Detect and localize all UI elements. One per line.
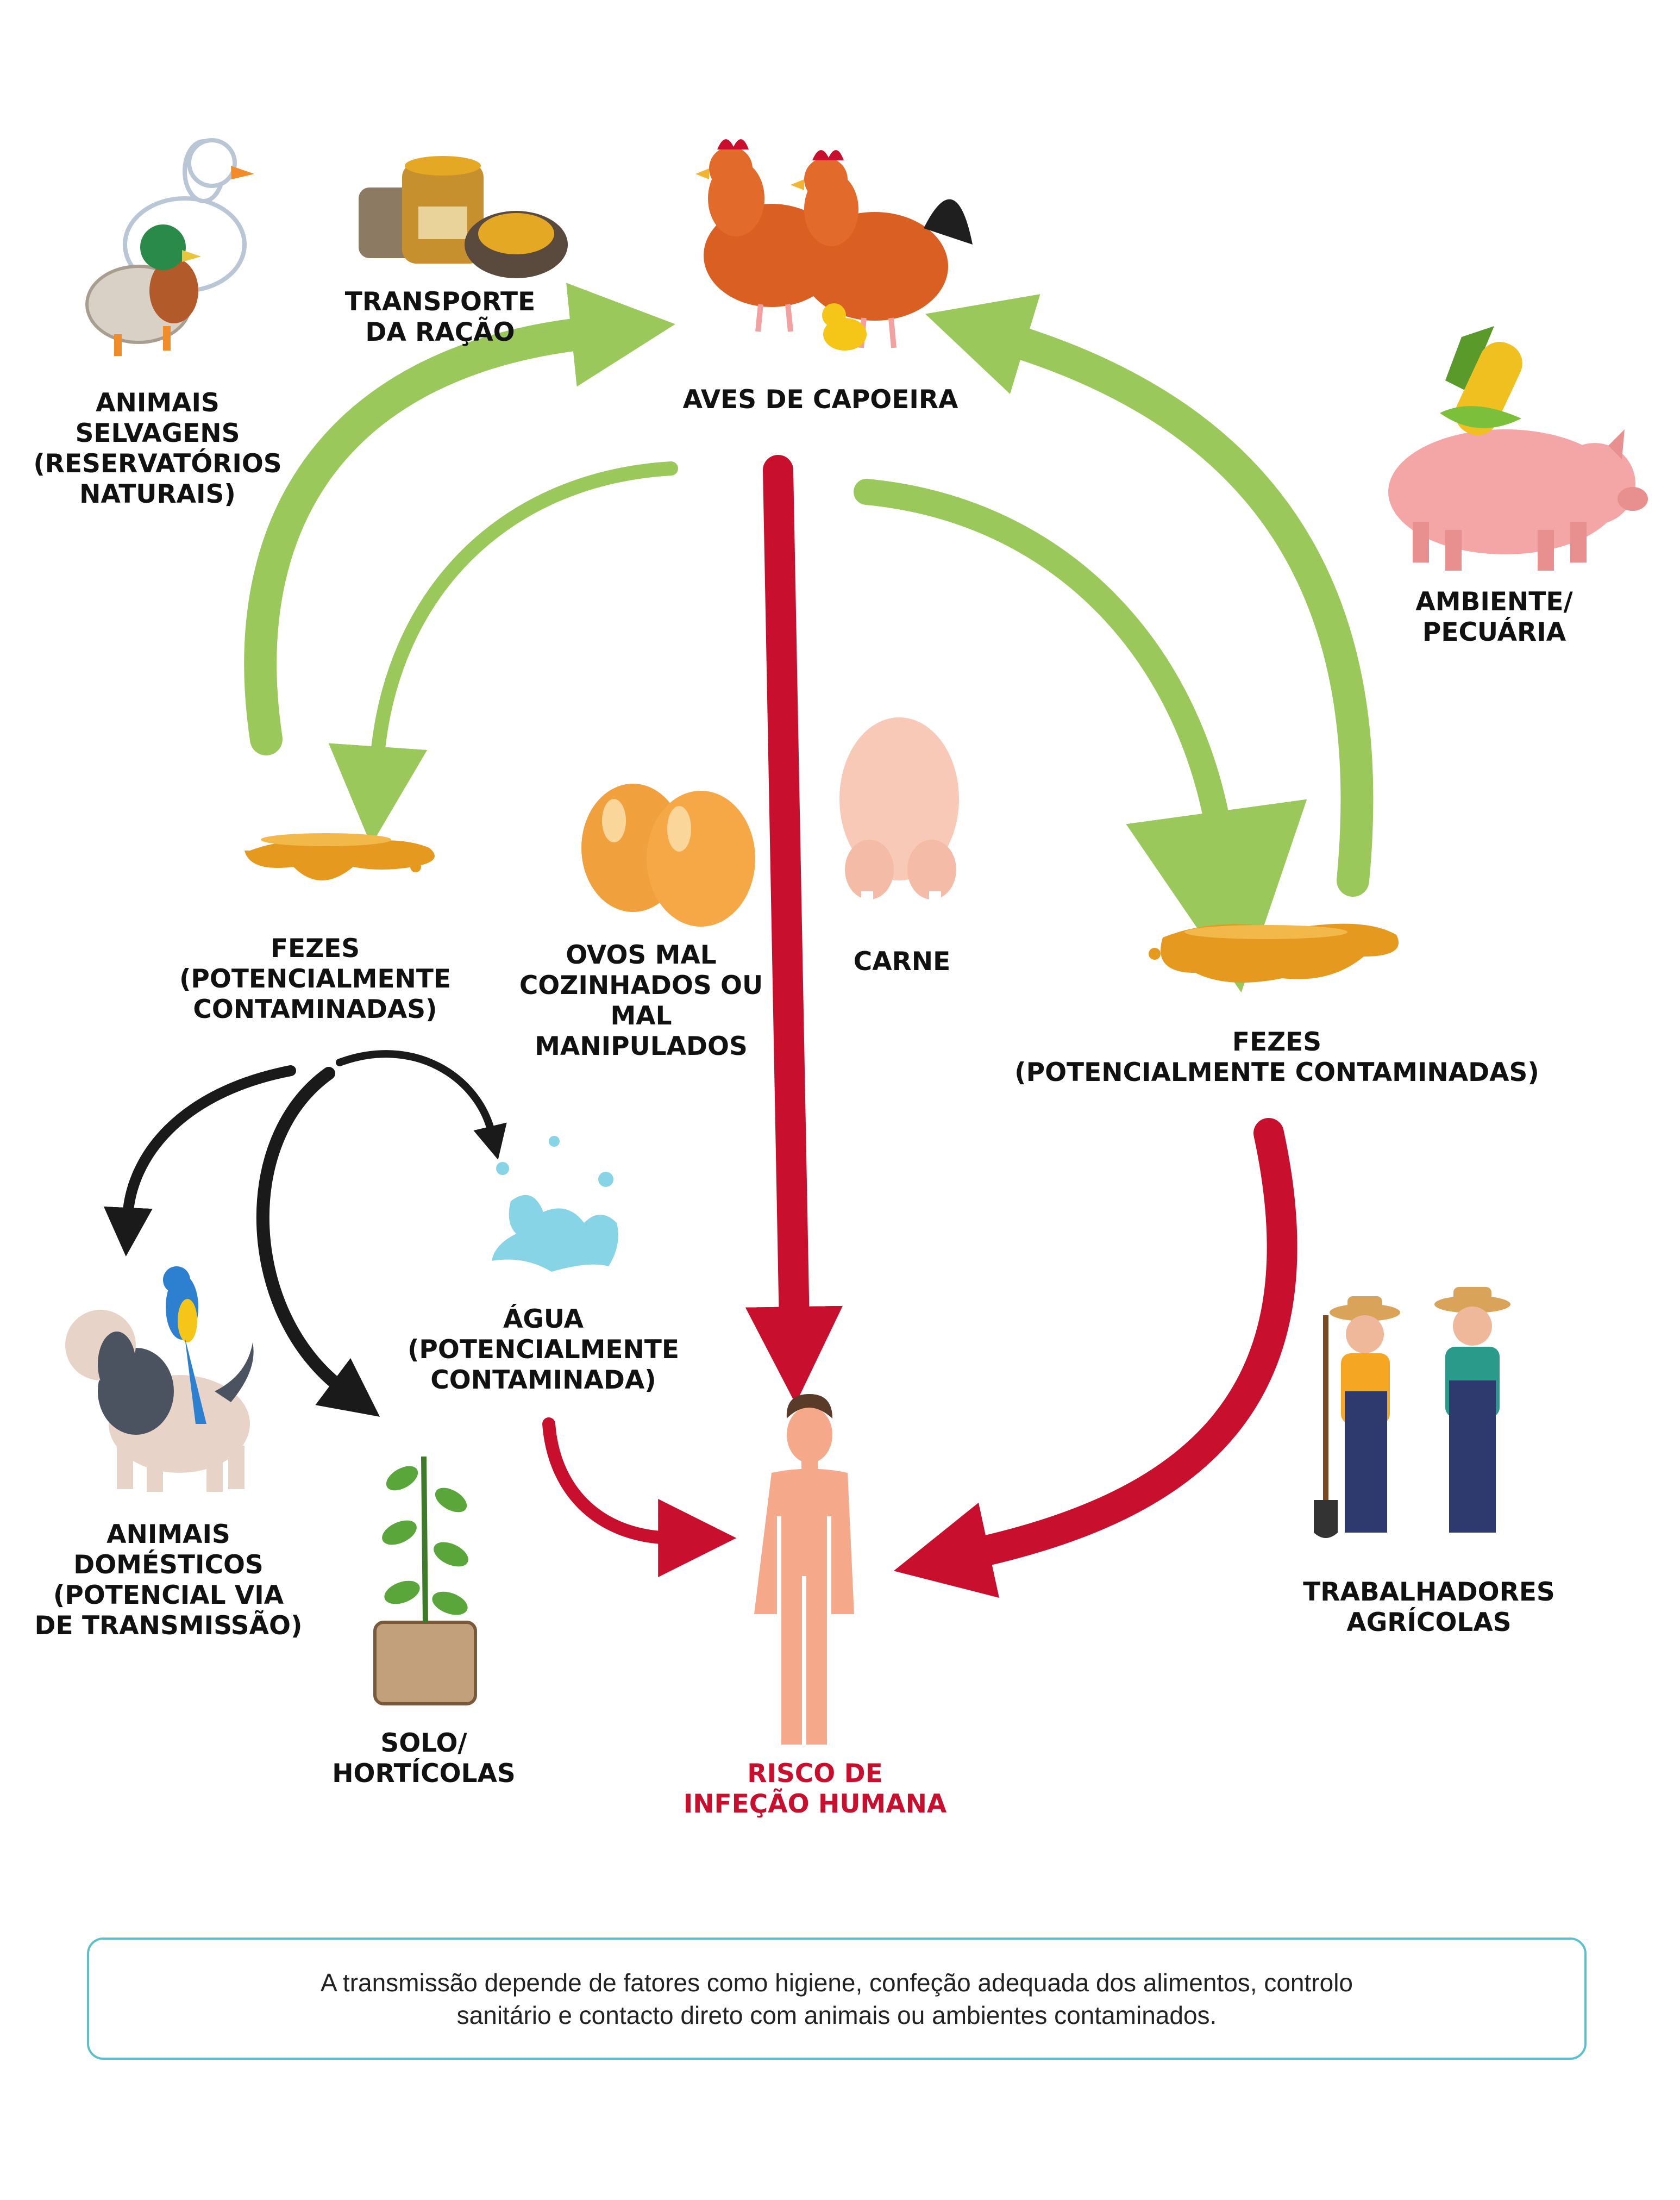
pig-with-corn-icon: [1388, 326, 1648, 571]
note-line: A transmissão depende de fatores como hi…: [320, 1968, 1353, 1997]
chickens-icon: [695, 139, 973, 351]
arrow-feces-right-to-human: [893, 1118, 1297, 1598]
label-feed-transport: TRANSPORTE DA RAÇÃO: [344, 287, 536, 347]
label-farm-workers: TRABALHADORES AGRÍCOLAS: [1303, 1577, 1555, 1638]
arrow-feces-to-water: [336, 1050, 507, 1160]
label-human-risk: RISCO DE INFEÇÃO HUMANA: [683, 1759, 947, 1819]
label-poultry: AVES DE CAPOEIRA: [682, 385, 958, 415]
arrow-feces-to-soil: [256, 1067, 380, 1417]
label-eggs: OVOS MAL COZINHADOS OU MAL MANIPULADOS: [519, 940, 763, 1061]
arrow-feces-left-to-feed-transport: [244, 283, 675, 755]
dog-and-parrot-icon: [65, 1266, 254, 1492]
feces-puddle-icon: [1149, 923, 1399, 983]
arrow-water-to-human: [542, 1417, 737, 1577]
feces-puddle-icon: [245, 833, 435, 880]
duck-icon: [85, 138, 254, 356]
label-wild-animals: ANIMAIS SELVAGENS (RESERVATÓRIOS NATURAI…: [33, 388, 282, 509]
green-arrows: [244, 283, 1374, 993]
red-arrows: [542, 455, 1297, 1598]
label-feces-right: FEZES (POTENCIALMENTE CONTAMINADAS): [1014, 1027, 1539, 1088]
arrow-poultry-to-feces-left: [328, 461, 678, 846]
farmers-icon: [1314, 1287, 1510, 1538]
arrow-poultry-to-human: [745, 455, 843, 1404]
label-soil: SOLO/ HORTÍCOLAS: [332, 1728, 516, 1789]
label-environment-livestock: AMBIENTE/ PECUÁRIA: [1415, 587, 1573, 647]
eggs-icon: [581, 784, 755, 927]
human-figure-icon: [754, 1394, 854, 1745]
transmission-note: A transmissão depende de fatores como hi…: [87, 1938, 1587, 2060]
note-line: sanitário e contacto direto com animais …: [456, 2001, 1217, 2029]
water-splash-icon: [492, 1136, 618, 1272]
black-arrows: [103, 1050, 507, 1417]
label-meat: CARNE: [853, 947, 951, 977]
raw-chicken-icon: [839, 717, 959, 908]
arrow-feces-to-domestic-animals: [103, 1065, 296, 1257]
arrow-feces-right-to-poultry: [925, 294, 1374, 897]
label-feces-left: FEZES (POTENCIALMENTE CONTAMINADAS): [179, 934, 452, 1024]
arrow-poultry-to-feces-right: [854, 479, 1307, 993]
plant-in-soil-icon: [373, 1456, 477, 1705]
feed-sacks-icon: [359, 156, 568, 278]
label-domestic-animals: ANIMAIS DOMÉSTICOS (POTENCIAL VIA DE TRA…: [34, 1520, 303, 1641]
label-water: ÁGUA (POTENCIALMENTE CONTAMINADA): [407, 1304, 680, 1395]
